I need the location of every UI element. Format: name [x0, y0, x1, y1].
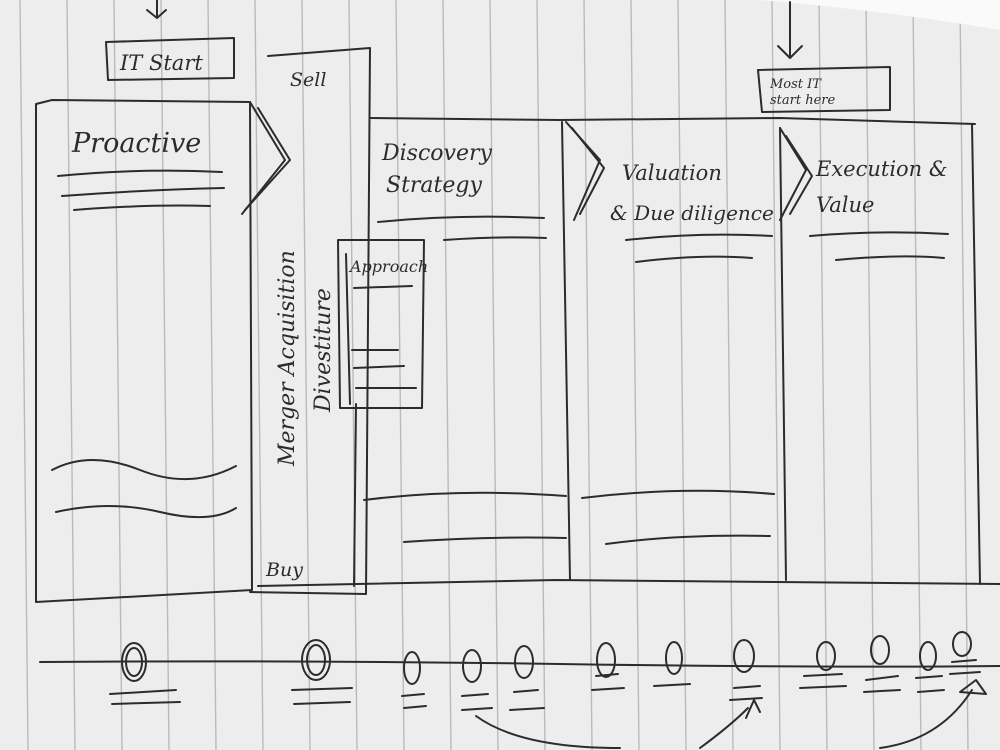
buy-label: Buy — [265, 559, 303, 581]
ruling-line — [771, 0, 781, 750]
ruling-line — [630, 0, 640, 750]
stage-valuation-right-edge — [779, 127, 787, 581]
ruling-line — [113, 0, 123, 750]
approach-label: Approach — [348, 257, 428, 276]
ruling-line — [348, 0, 358, 750]
sell-label: Sell — [290, 69, 326, 91]
most-it-label-line1: Most IT — [769, 77, 822, 92]
ruling-line — [536, 0, 546, 750]
most-it-label-line2: start here — [770, 93, 835, 108]
ruling-line — [66, 0, 76, 750]
ruling-line — [912, 0, 922, 750]
scribble-lines — [809, 231, 949, 261]
approach-box — [337, 239, 425, 409]
ruling-line — [254, 0, 264, 750]
scribble-lines — [625, 233, 773, 263]
ruling-line — [583, 0, 593, 750]
ruling-line — [160, 0, 170, 750]
it-start-label: IT Start — [119, 51, 203, 75]
chevron-right-icon — [571, 127, 605, 215]
ruling-line — [724, 0, 734, 750]
stage-title-proactive: Proactive — [71, 128, 201, 159]
scribble-lines — [363, 491, 567, 543]
stage-execution-right-edge — [971, 123, 981, 585]
approach-divider — [345, 253, 351, 405]
approach-lines — [351, 285, 417, 389]
ruling-line — [818, 0, 828, 750]
it-start-box — [105, 37, 235, 81]
baseline-rule — [257, 579, 1000, 587]
scribble-lines — [377, 215, 547, 241]
ruling-line — [677, 0, 687, 750]
stage-discovery-edge — [353, 403, 357, 587]
paper-fold — [760, 0, 1000, 30]
ruling-line — [865, 0, 875, 750]
merger-column-outline — [249, 47, 371, 595]
ruling-line — [395, 0, 405, 750]
arrow-down-icon — [777, 1, 803, 59]
stage-title-discovery-1: Discovery — [381, 141, 492, 166]
stage-title-execution-1: Execution & — [815, 157, 948, 181]
timeline-axis — [39, 660, 1000, 668]
stage-title-valuation-1: Valuation — [622, 161, 722, 185]
ruling-line — [959, 0, 969, 750]
ruling-line — [489, 0, 499, 750]
chevron-right-icon — [779, 127, 807, 221]
ruling-line — [301, 0, 311, 750]
stage-title-execution-2: Value — [816, 193, 874, 217]
top-rule — [369, 117, 976, 125]
most-it-box — [757, 66, 891, 113]
ruling-line — [442, 0, 452, 750]
chevron-right-icon — [244, 107, 291, 211]
stage-title-discovery-2: Strategy — [386, 173, 482, 198]
divestiture-label: Divestiture — [311, 288, 336, 413]
merger-acquisition-label: Merger Acquisition — [275, 250, 300, 467]
scribble-lines — [581, 489, 775, 545]
ruling-line — [207, 0, 217, 750]
arrow-down-icon — [146, 0, 167, 19]
notebook-ruling — [19, 0, 969, 750]
scribble-lines — [51, 459, 237, 519]
scribble-lines — [57, 169, 225, 211]
stage-title-valuation-2: & Due diligence — [610, 201, 774, 225]
chevron-right-icon — [785, 135, 813, 215]
stage-proactive-outline — [35, 99, 253, 603]
timeline-markers — [109, 631, 987, 749]
ruling-line — [19, 0, 29, 750]
stage-discovery-right-edge — [561, 121, 571, 581]
